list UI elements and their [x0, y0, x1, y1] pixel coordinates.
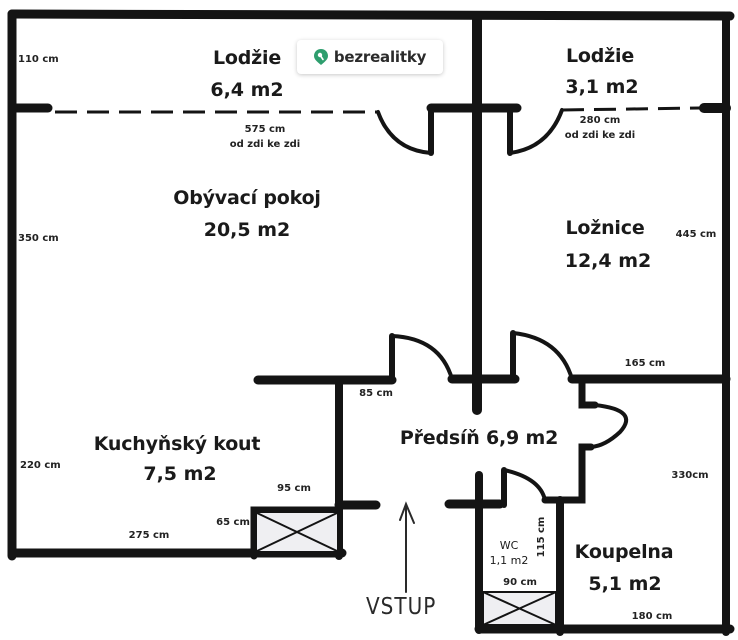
brand-name: bezrealitky [333, 48, 427, 66]
room-area-koupelna: 5,1 m2 [588, 573, 662, 595]
room-name-kuchynsky-kout: Kuchyňský kout [93, 433, 261, 455]
dim-lodzie-left-depth: 110 cm [18, 54, 59, 65]
dim-kuchyn-height: 220 cm [20, 460, 61, 471]
bathroom-wall-lower [556, 443, 595, 504]
dim-lodzie-left-width-note: od zdi ke zdi [229, 139, 301, 150]
room-name-lodzie-right: Lodžie [565, 45, 635, 67]
room-name-lodzie-left: Lodžie [212, 47, 282, 69]
bathroom-door-swing [589, 403, 628, 449]
dim-koupelna-width: 180 cm [631, 611, 673, 622]
dim-wc-height: 115 cm [536, 516, 547, 558]
map-pin-icon [313, 49, 328, 65]
brand-logo[interactable]: bezrealitky [297, 40, 443, 74]
room-area-kuchynsky-kout: 7,5 m2 [143, 463, 217, 485]
dim-koupelna-height: 330cm [671, 470, 709, 481]
bedroom-door-swing [511, 331, 574, 381]
wc-door-swing [502, 468, 547, 502]
dim-wc-width: 90 cm [503, 577, 537, 588]
walls [7, 9, 735, 636]
room-area-loznice: 12,4 m2 [564, 250, 652, 272]
room-name-obyvaci-pokoj: Obývací pokoj [173, 187, 321, 209]
loggia-left-door-swing [376, 110, 433, 155]
loggia-dashed-lines [55, 106, 701, 114]
dim-lodzie-right-width-note: od zdi ke zdi [564, 130, 636, 141]
room-name-predsin: Předsíň 6,9 m2 [399, 427, 559, 449]
room-name-koupelna: Koupelna [574, 541, 674, 563]
dim-lodzie-right-width: 280 cm [579, 115, 621, 126]
entrance-label: VSTUP [366, 592, 437, 620]
living-door-swing [390, 334, 454, 381]
dim-loznice-width: 165 cm [624, 358, 666, 369]
dim-predsin-width: 85 cm [359, 388, 393, 399]
shafts [256, 512, 557, 626]
room-area-obyvaci-pokoj: 20,5 m2 [203, 219, 291, 241]
bathroom-wall-upper [578, 376, 599, 409]
door-swings [376, 108, 628, 508]
loggia-right-door-swing [508, 108, 564, 155]
dim-shaft-height: 65 cm [216, 517, 250, 528]
room-area-lodzie-left: 6,4 m2 [210, 79, 284, 101]
room-name-loznice: Ložnice [565, 217, 645, 239]
room-name-wc: WC [499, 539, 519, 552]
room-area-lodzie-right: 3,1 m2 [565, 76, 639, 98]
dim-obyvaci-height: 350 cm [18, 233, 59, 244]
room-area-wc: 1,1 m2 [489, 554, 529, 567]
outer-wall-top [7, 9, 735, 21]
shaft-box-wall [250, 506, 343, 560]
dim-shaft-width: 95 cm [277, 483, 311, 494]
dim-loznice-height: 445 cm [675, 229, 717, 240]
arrow-up-icon [399, 501, 415, 593]
dim-lodzie-left-width: 575 cm [244, 124, 286, 135]
loggia-right-line [561, 106, 701, 112]
dim-kuchyn-width: 275 cm [128, 530, 170, 541]
